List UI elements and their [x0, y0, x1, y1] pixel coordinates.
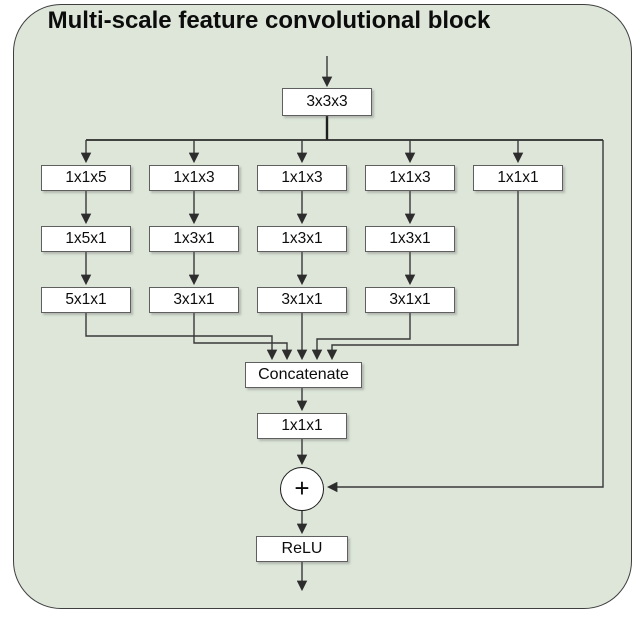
- wire-b5-concat: [326, 190, 519, 361]
- skip-connection: [326, 140, 604, 493]
- branch1-layer1-box: 1x1x5: [41, 165, 131, 191]
- branch3-layer2-box: 1x3x1: [257, 226, 347, 252]
- branch4-layer2-box: 1x3x1: [365, 226, 455, 252]
- branch1-layer2-box: 1x5x1: [41, 226, 131, 252]
- figure-title: Multi-scale feature convolutional block: [47, 7, 491, 34]
- relu-box: ReLU: [256, 536, 348, 562]
- branch1-layer3-box: 5x1x1: [41, 287, 131, 313]
- branch4-layer3-box: 3x1x1: [365, 287, 455, 313]
- branch4-layer1-box: 1x1x3: [365, 165, 455, 191]
- plus-icon: +: [294, 473, 310, 503]
- branch2-layer1-box: 1x1x3: [149, 165, 239, 191]
- elementwise-sum-node: +: [280, 467, 324, 511]
- wire-b4-concat: [311, 313, 411, 361]
- wire-b2-concat: [193, 313, 293, 361]
- wire-b1-concat: [85, 313, 278, 361]
- branch5-layer1-box: 1x1x1: [473, 165, 563, 191]
- branch3-layer1-box: 1x1x3: [257, 165, 347, 191]
- concatenate-box: Concatenate: [245, 362, 362, 388]
- input-conv-box: 3x3x3: [282, 88, 372, 116]
- branch2-layer2-box: 1x3x1: [149, 226, 239, 252]
- branch2-layer3-box: 3x1x1: [149, 287, 239, 313]
- projection-conv-box: 1x1x1: [257, 413, 347, 439]
- branch3-layer3-box: 3x1x1: [257, 287, 347, 313]
